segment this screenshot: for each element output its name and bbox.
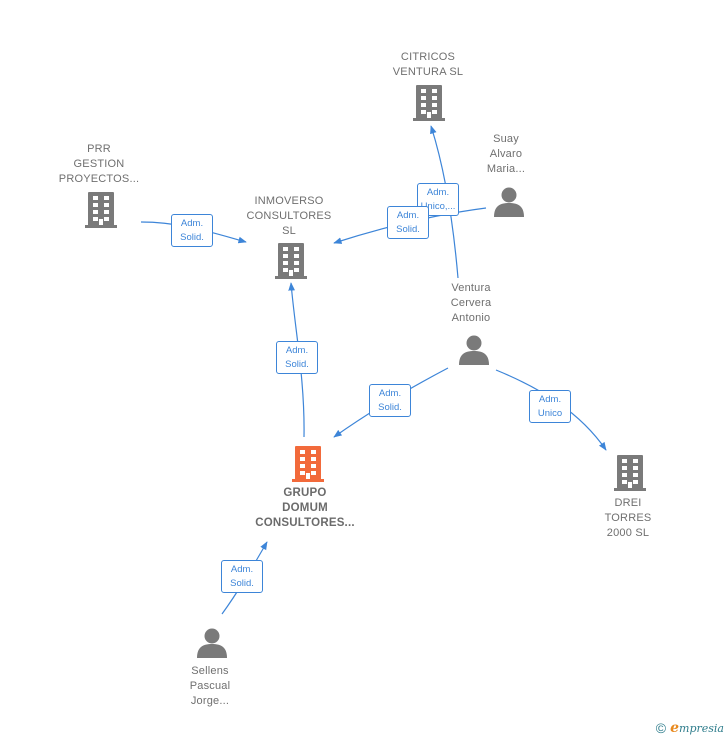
node-label-grupo[interactable]: GRUPO DOMUM CONSULTORES... [255,487,355,529]
building-icon[interactable] [413,85,445,121]
node-label-citricos[interactable]: CITRICOS VENTURA SL [392,51,464,78]
building-icon[interactable] [614,455,646,491]
edge-label-prr-inmoverso[interactable]: Adm. Solid. [171,214,213,247]
building-icon[interactable] [85,192,117,228]
node-label-prr[interactable]: PRR GESTION PROYECTOS... [58,143,140,185]
node-label-drei[interactable]: DREI TORRES 2000 SL [604,497,652,539]
person-icon[interactable] [197,628,227,659]
brand-name: mpresia [679,722,724,735]
building-icon[interactable] [275,243,307,279]
edge-label-ventura-drei[interactable]: Adm. Unico [529,390,571,423]
node-label-inmoverso[interactable]: INMOVERSO CONSULTORES SL [246,195,332,237]
building-icon[interactable] [292,446,324,482]
node-label-sellens[interactable]: Sellens Pascual Jorge... [189,665,231,707]
node-label-suay[interactable]: Suay Alvaro Maria... [486,133,526,175]
edge-label-ventura-grupo[interactable]: Adm. Solid. [369,384,411,417]
brand-initial: e [670,720,680,736]
node-label-ventura[interactable]: Ventura Cervera Antonio [450,282,492,324]
person-icon[interactable] [459,335,489,366]
edge-label-sellens-grupo[interactable]: Adm. Solid. [221,560,263,593]
edge-label-suay-inmoverso[interactable]: Adm. Solid. [387,206,429,239]
edge-label-grupo-inmoverso[interactable]: Adm. Solid. [276,341,318,374]
person-icon[interactable] [494,187,524,218]
footer-brand[interactable]: ©empresia [656,720,724,736]
copyright-icon: © [655,720,667,736]
